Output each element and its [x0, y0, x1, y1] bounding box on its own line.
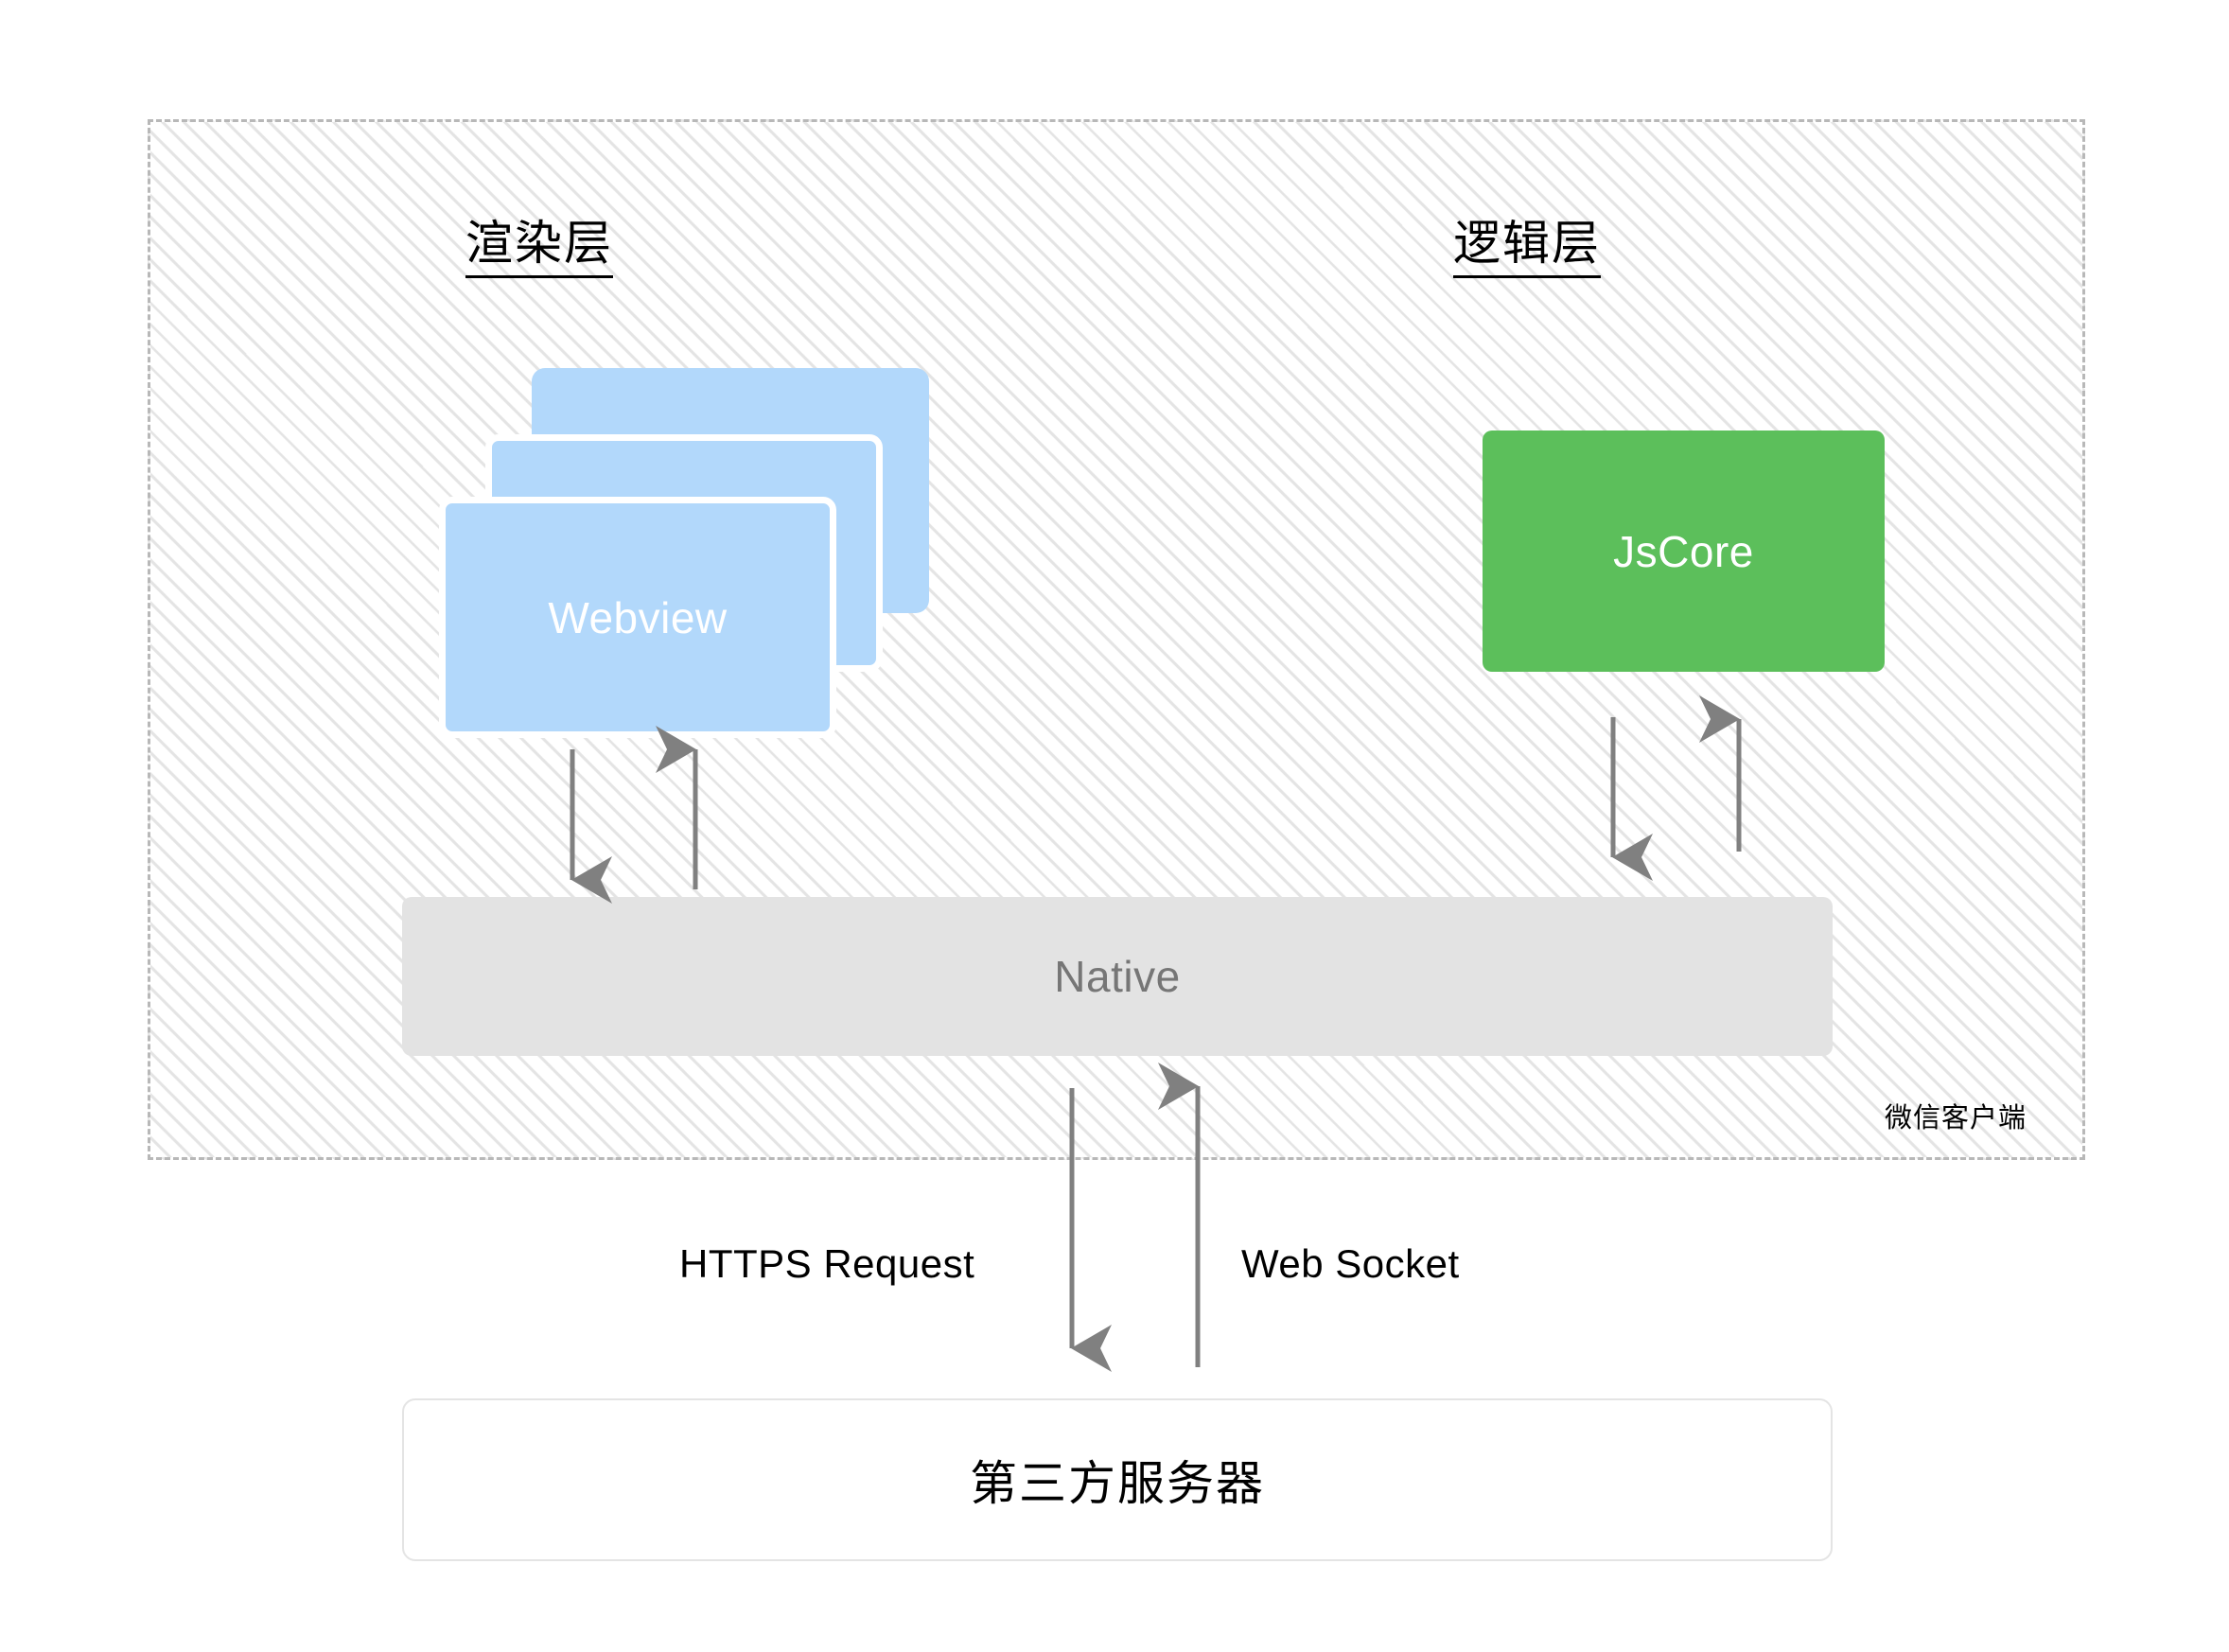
third-party-server-label: 第三方服务器 — [970, 1457, 1265, 1510]
wechat-client-label: 微信客户端 — [1885, 1103, 2027, 1134]
logic-layer-title: 逻辑层 — [1453, 218, 1601, 278]
native-bar[interactable]: Native — [402, 897, 1833, 1056]
jscore-label: JsCore — [1613, 526, 1754, 576]
webview-card-front[interactable]: Webview — [439, 497, 836, 738]
web-socket-label: Web Socket — [1241, 1241, 1460, 1286]
native-label: Native — [1054, 952, 1181, 1001]
third-party-server-box[interactable]: 第三方服务器 — [402, 1398, 1833, 1561]
https-request-label: HTTPS Request — [679, 1241, 975, 1286]
render-layer-title: 渲染层 — [465, 218, 613, 278]
jscore-box[interactable]: JsCore — [1483, 431, 1885, 672]
webview-label: Webview — [548, 592, 728, 642]
